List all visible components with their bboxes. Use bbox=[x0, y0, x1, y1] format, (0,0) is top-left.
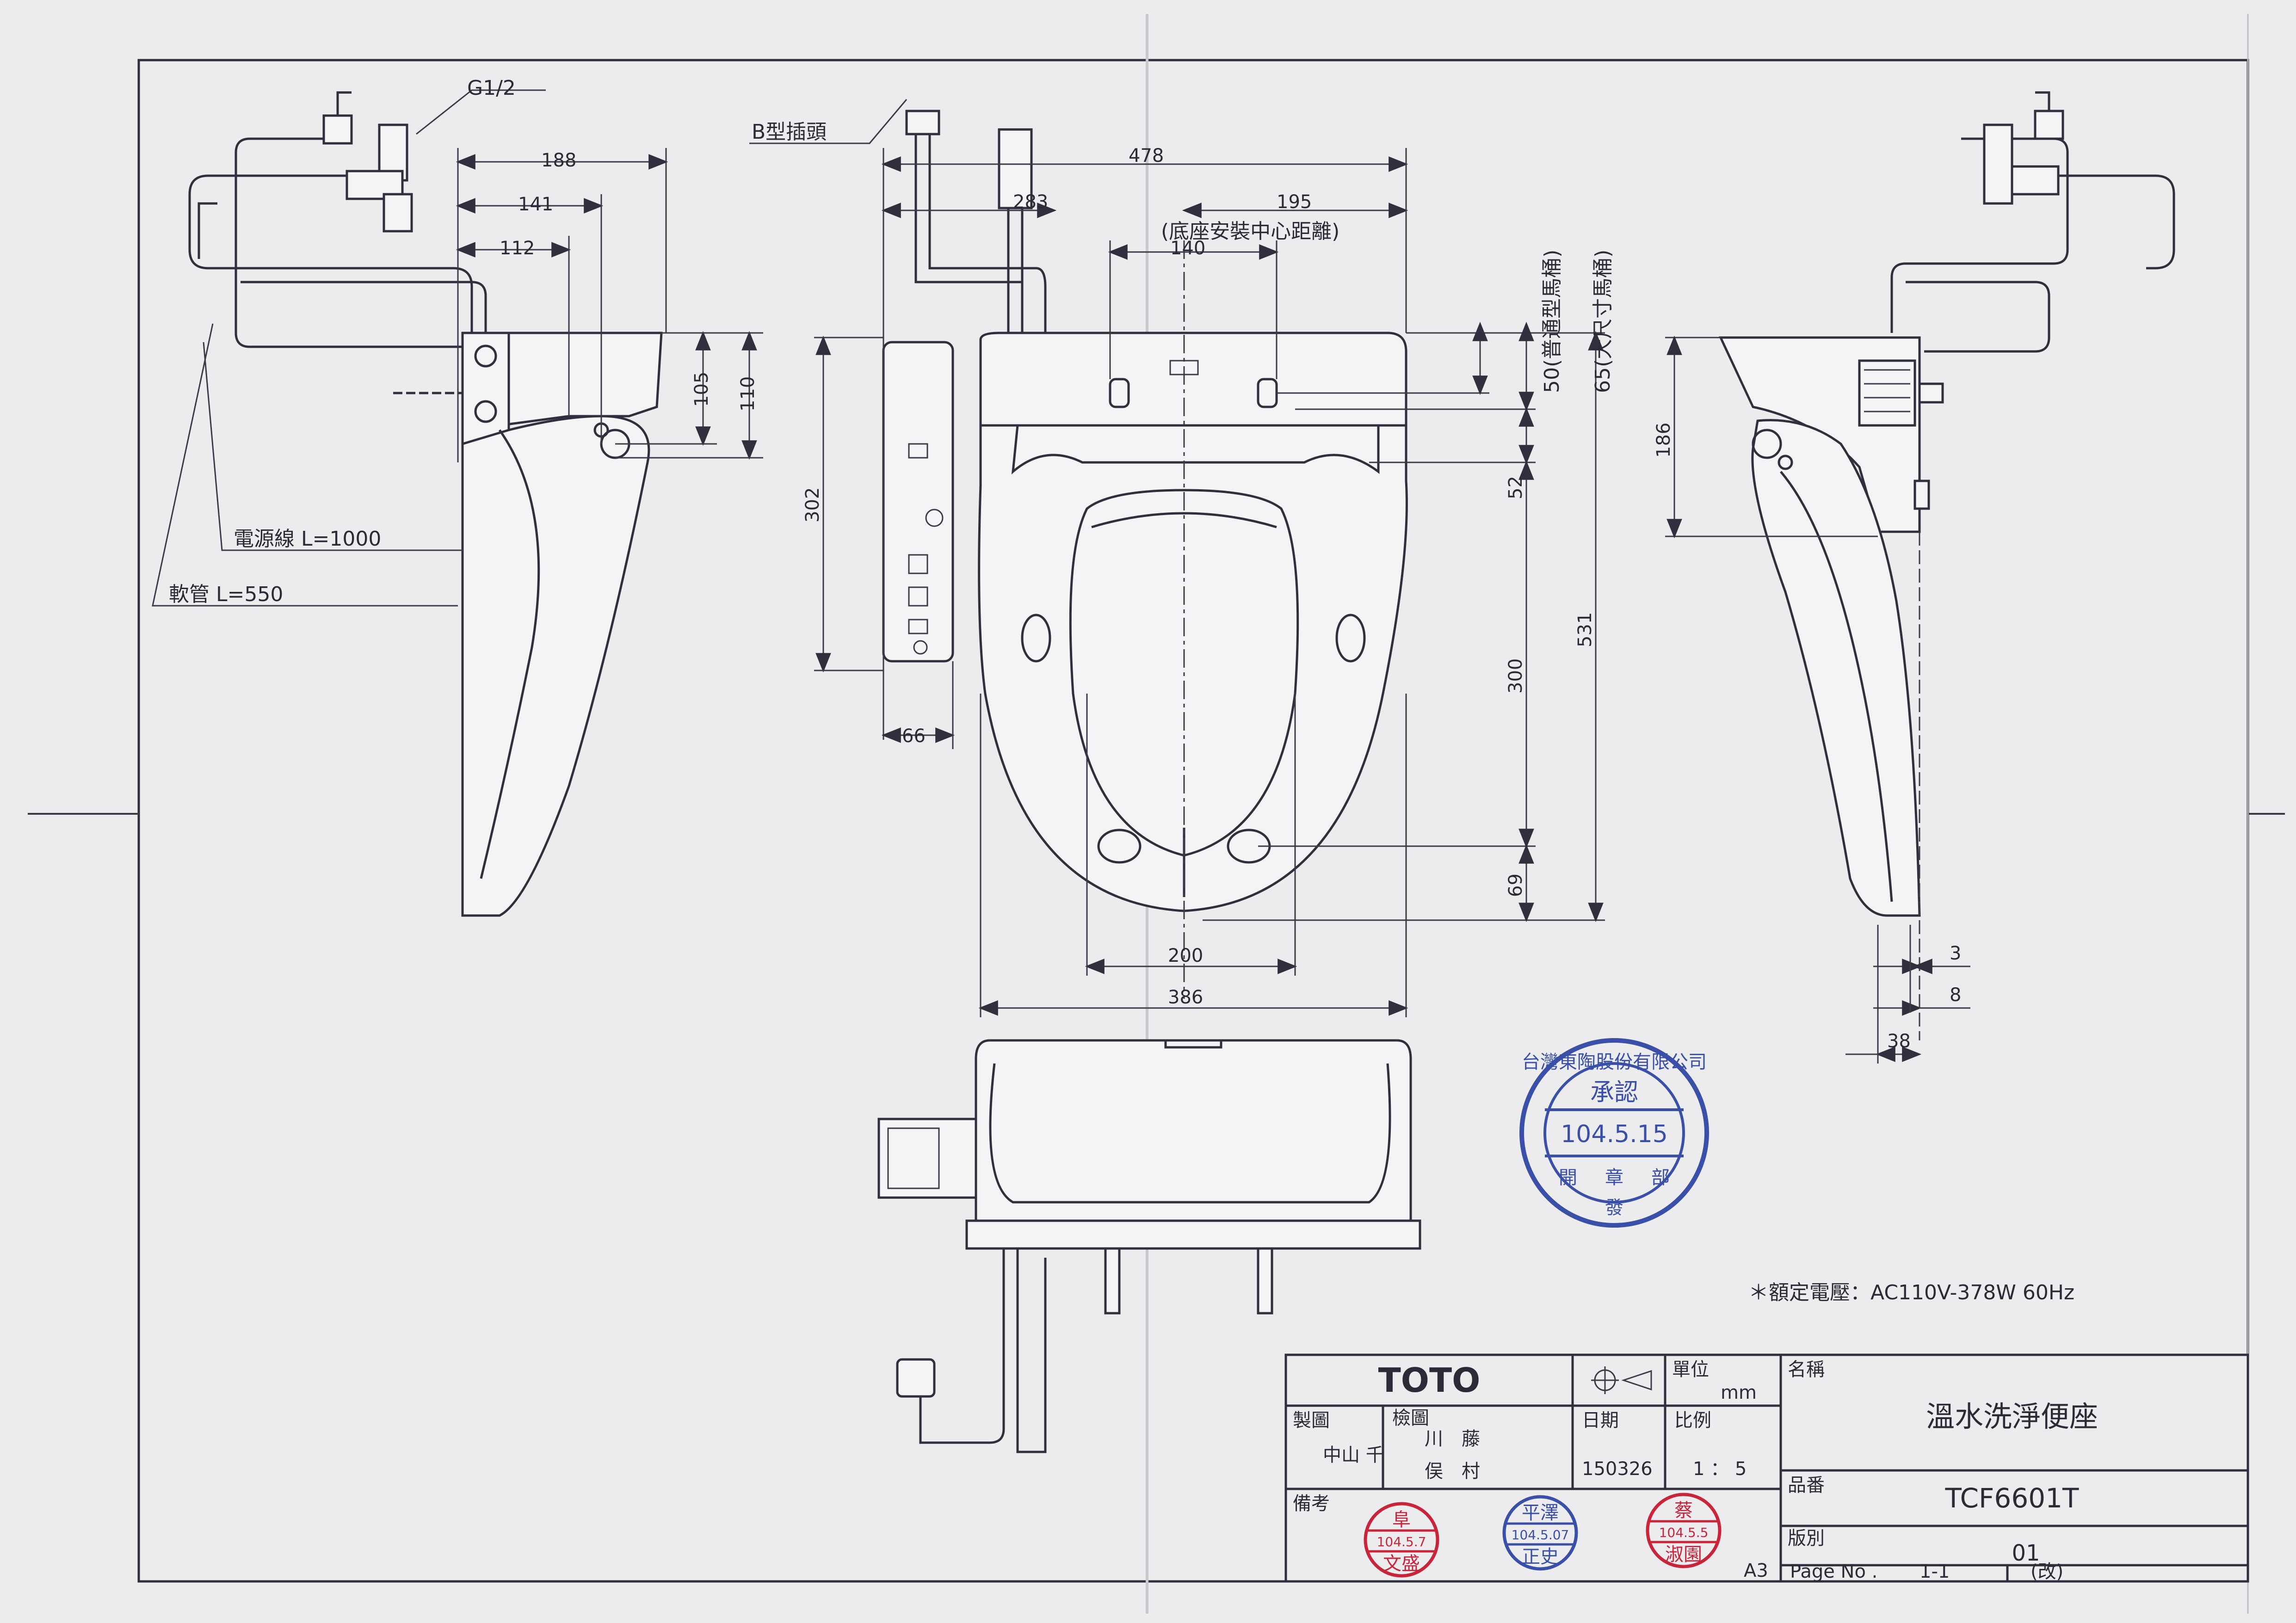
front-view bbox=[877, 1039, 1421, 1453]
dim-302: 302 bbox=[802, 487, 823, 523]
version-label: 版別 bbox=[1788, 1528, 1825, 1549]
date-label: 日期 bbox=[1582, 1410, 1619, 1431]
dim-186: 186 bbox=[1653, 423, 1674, 458]
remote-control bbox=[882, 341, 954, 663]
check-label: 檢圖 bbox=[1392, 1408, 1429, 1429]
dim-300: 300 bbox=[1505, 658, 1526, 694]
seal-title: 承認 bbox=[1590, 1079, 1638, 1107]
approval-seal bbox=[1519, 1038, 1709, 1228]
left-side-view bbox=[152, 89, 763, 917]
label-large-bowl: 65(大尺寸馬桶) bbox=[1591, 250, 1615, 393]
dim-38: 38 bbox=[1887, 1031, 1911, 1052]
label-power-cord: 電源線 L=1000 bbox=[234, 527, 381, 551]
seal-company: 台灣東陶股份有限公司 bbox=[1522, 1051, 1707, 1073]
dim-52: 52 bbox=[1505, 476, 1526, 499]
dim-141: 141 bbox=[518, 194, 553, 215]
page-label: Page No . bbox=[1790, 1561, 1877, 1582]
dim-66: 66 bbox=[902, 725, 926, 747]
checker-1: 川 藤 bbox=[1425, 1428, 1480, 1450]
dim-200: 200 bbox=[1168, 945, 1203, 966]
seal-footer-bottom: 發 bbox=[1605, 1197, 1623, 1218]
title-block bbox=[1284, 1353, 2249, 1583]
seal-footer-left: 開 bbox=[1559, 1167, 1577, 1188]
label-hose: 軟管 L=550 bbox=[169, 583, 283, 606]
product-name: 溫水洗淨便座 bbox=[1926, 1400, 2098, 1433]
name-label: 名稱 bbox=[1788, 1359, 1825, 1380]
remarks-label: 備考 bbox=[1293, 1493, 1330, 1514]
drawn-by: 中山 千 bbox=[1323, 1445, 1384, 1466]
stamp-2-top: 平澤 bbox=[1522, 1502, 1559, 1524]
version-value: 01 bbox=[2012, 1540, 2040, 1566]
dim-386: 386 bbox=[1168, 987, 1203, 1008]
label-plug-type: B型插頭 bbox=[752, 120, 827, 144]
revision-mark: (改) bbox=[2031, 1561, 2063, 1582]
stamp-3-bottom: 淑園 bbox=[1665, 1544, 1702, 1565]
date-value: 150326 bbox=[1582, 1458, 1653, 1480]
top-view bbox=[749, 99, 1605, 1017]
unit-label: 單位 bbox=[1672, 1359, 1709, 1380]
dim-188: 188 bbox=[541, 150, 576, 171]
dim-69: 69 bbox=[1505, 873, 1526, 897]
scale-label: 比例 bbox=[1674, 1410, 1711, 1431]
unit-value: mm bbox=[1721, 1382, 1757, 1403]
stamp-2-date: 104.5.07 bbox=[1512, 1527, 1569, 1543]
page-value: 1-1 bbox=[1920, 1561, 1950, 1582]
dim-140: 140 bbox=[1170, 238, 1205, 259]
right-side-view bbox=[1665, 91, 2175, 1064]
stamp-3-top: 蔡 bbox=[1674, 1500, 1693, 1521]
part-number: TCF6601T bbox=[1945, 1482, 2079, 1514]
dim-110: 110 bbox=[737, 376, 759, 412]
rated-voltage: ＊額定電壓：AC110V-378W 60Hz bbox=[1748, 1281, 2074, 1304]
signature-stamps bbox=[1364, 1493, 1722, 1578]
seal-date: 104.5.15 bbox=[1561, 1120, 1668, 1148]
dim-3: 3 bbox=[1950, 943, 1961, 964]
dim-195: 195 bbox=[1277, 191, 1312, 213]
label-g-thread: G1/2 bbox=[467, 76, 516, 100]
stamp-1-date: 104.5.7 bbox=[1377, 1534, 1426, 1549]
dim-105: 105 bbox=[691, 372, 712, 407]
dim-283: 283 bbox=[1013, 191, 1048, 213]
dim-112: 112 bbox=[500, 238, 535, 259]
dim-531: 531 bbox=[1574, 612, 1596, 647]
scale-value: 1 ： 5 bbox=[1693, 1458, 1747, 1480]
seal-footer-right: 部 bbox=[1651, 1167, 1670, 1188]
brand-logo-text: TOTO bbox=[1378, 1361, 1481, 1400]
part-label: 品番 bbox=[1788, 1475, 1825, 1496]
stamp-2-bottom: 正史 bbox=[1522, 1546, 1559, 1568]
dim-478: 478 bbox=[1129, 145, 1164, 166]
stamp-1-top: 阜 bbox=[1392, 1509, 1411, 1531]
checker-2: 俣 村 bbox=[1425, 1461, 1480, 1482]
label-std-bowl: 50(普通型馬桶) bbox=[1540, 250, 1564, 393]
sheet-size: A3 bbox=[1744, 1560, 1768, 1581]
stamp-3-date: 104.5.5 bbox=[1659, 1525, 1709, 1540]
stamp-1-bottom: 文盛 bbox=[1383, 1553, 1420, 1574]
dim-8: 8 bbox=[1950, 984, 1961, 1006]
seal-footer-center: 章 bbox=[1605, 1167, 1623, 1188]
label-base-center: (底座安裝中心距離) bbox=[1161, 220, 1339, 243]
drawn-label: 製圖 bbox=[1293, 1410, 1330, 1431]
